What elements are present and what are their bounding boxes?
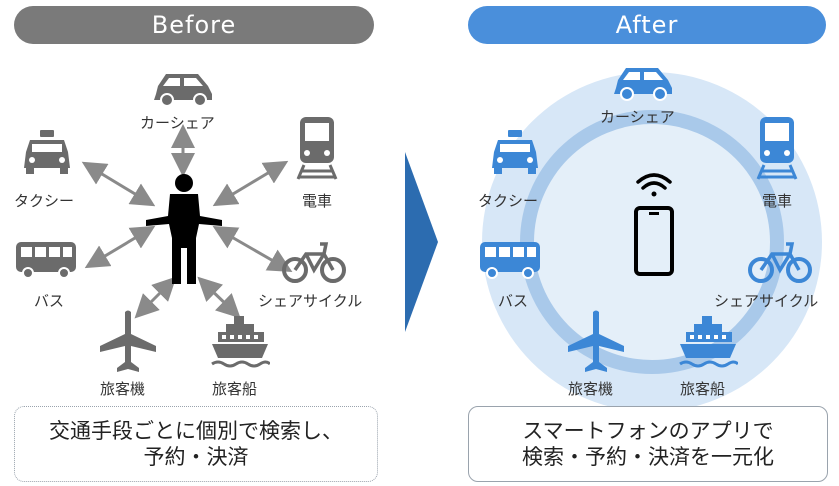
taxi-icon <box>24 130 70 174</box>
after-header: After <box>468 6 826 44</box>
wifi-icon <box>636 173 672 197</box>
bus-icon <box>480 242 540 279</box>
arrow-to-bus <box>84 225 156 269</box>
bus-icon <box>16 242 76 279</box>
airplane-icon <box>568 310 624 372</box>
transition-arrow <box>405 152 438 332</box>
after-label-ship: 旅客船 <box>680 380 726 398</box>
car-icon <box>614 68 672 101</box>
before-label-airplane: 旅客機 <box>100 380 146 398</box>
after-label-airplane: 旅客機 <box>568 380 614 398</box>
before-label-bikeshare: シェアサイクル <box>258 292 363 310</box>
after-label-bikeshare: シェアサイクル <box>714 292 819 310</box>
train-icon <box>756 117 798 180</box>
after-caption-line2: 検索・予約・決済を一元化 <box>522 445 774 469</box>
before-label-carshare: カーシェア <box>140 114 215 132</box>
taxi-icon <box>492 130 538 174</box>
before-caption-line1: 交通手段ごとに個別で検索し、 <box>49 418 343 443</box>
after-inner-circle <box>534 124 770 360</box>
arrow-to-train <box>212 160 289 207</box>
arrow-to-airplane <box>134 276 177 319</box>
before-caption: 交通手段ごとに個別で検索し、 予約・決済 <box>14 406 378 482</box>
airplane-icon <box>100 310 156 372</box>
bicycle-icon <box>748 242 812 283</box>
train-icon <box>296 117 338 180</box>
after-label-taxi: タクシー <box>478 192 539 210</box>
before-label-taxi: タクシー <box>14 192 75 210</box>
before-label-ship: 旅客船 <box>212 380 258 398</box>
before-header: Before <box>14 6 374 44</box>
person-icon <box>146 174 222 284</box>
arrow-to-bikeshare <box>212 226 293 272</box>
before-caption-line2: 予約・決済 <box>143 445 249 469</box>
after-caption-line1: スマートフォンのアプリで <box>522 418 774 443</box>
after-label-train: 電車 <box>762 192 793 210</box>
after-label-carshare: カーシェア <box>600 108 675 126</box>
after-label-bus: バス <box>498 292 529 310</box>
car-icon <box>154 74 212 107</box>
before-label-bus: バス <box>34 292 65 310</box>
bicycle-icon <box>282 242 346 283</box>
after-caption: スマートフォンのアプリで 検索・予約・決済を一元化 <box>468 406 828 482</box>
ship-icon <box>211 316 270 368</box>
before-label-train: 電車 <box>302 192 333 210</box>
smartphone-icon <box>634 206 674 276</box>
arrow-to-ship <box>197 276 241 319</box>
ship-icon <box>679 316 738 368</box>
arrow-to-taxi <box>81 161 156 207</box>
